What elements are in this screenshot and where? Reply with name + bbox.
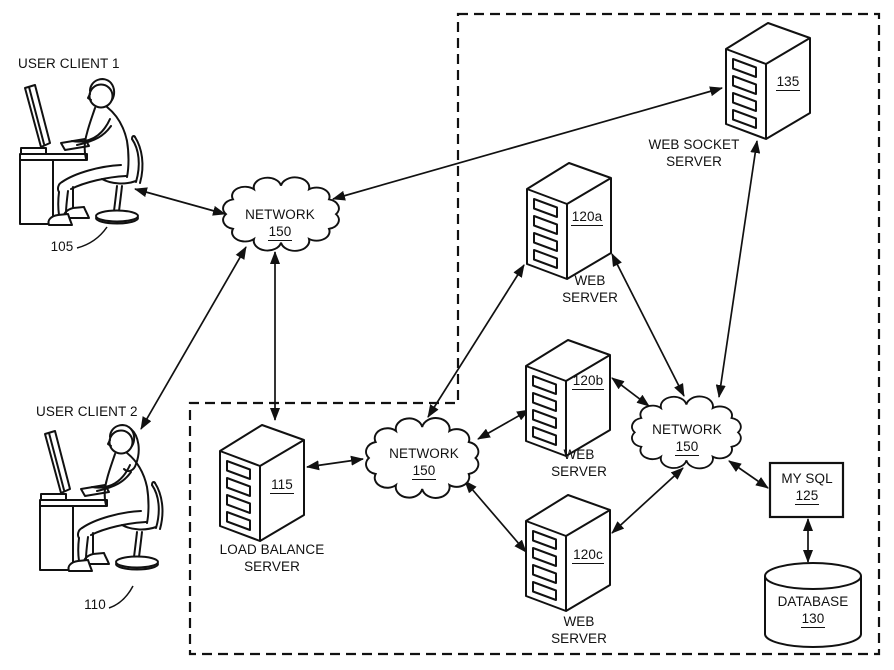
edge-websocket-network	[715, 140, 761, 398]
ref-115: 115	[270, 477, 294, 494]
database-label: DATABASE 130	[762, 593, 864, 628]
edge-webserver-c-network	[611, 467, 684, 534]
network-middle-name: NETWORK	[389, 446, 459, 461]
edge-webserver-b-network	[611, 377, 650, 407]
mysql-box	[768, 461, 845, 519]
ref-105: 105	[50, 239, 74, 254]
server-tower-120b	[525, 339, 611, 457]
edge-network-webserver-b	[477, 409, 530, 440]
network-right-name: NETWORK	[652, 422, 722, 437]
ref-130: 130	[800, 611, 826, 628]
edge-webserver-a-network	[611, 253, 685, 397]
edge-loadbalance-network	[306, 455, 364, 471]
database-cylinder	[764, 562, 862, 648]
ref-120b: 120b	[571, 373, 605, 390]
ref-120c: 120c	[572, 547, 604, 564]
edge-network-webserver-a	[427, 264, 525, 418]
web-socket-server-label: WEB SOCKET SERVER	[648, 137, 740, 169]
web-server-c-label: WEB SERVER	[551, 614, 607, 646]
user-client-1-figure	[19, 78, 144, 226]
ref-120c-wrap: 120c	[558, 546, 618, 564]
load-balance-server-label: LOAD BALANCE SERVER	[219, 542, 325, 574]
ref-150-middle: 150	[411, 463, 437, 480]
long-hair-detail	[123, 428, 140, 473]
leader-105	[76, 226, 108, 249]
ref-150-right: 150	[674, 439, 700, 456]
user-client-1-label: USER CLIENT 1	[18, 56, 120, 71]
mysql-label: MY SQL 125	[770, 470, 844, 505]
ref-125: 125	[794, 488, 820, 505]
network-upper-name: NETWORK	[245, 207, 315, 222]
network-middle-label: NETWORK 150	[372, 445, 476, 480]
ref-120a-wrap: 120a	[557, 208, 617, 226]
web-server-a-label: WEB SERVER	[562, 273, 618, 305]
system-boundary-dashed-box	[188, 12, 881, 656]
network-upper-label: NETWORK 150	[228, 206, 332, 241]
ref-115-wrap: 115	[252, 476, 312, 494]
ref-110: 110	[84, 597, 106, 612]
connection-arrows	[134, 86, 813, 563]
ref-120a: 120a	[570, 209, 604, 226]
network-right-label: NETWORK 150	[635, 421, 739, 456]
edge-network-uc2	[140, 246, 247, 430]
ref-120b-wrap: 120b	[558, 372, 618, 390]
edge-uc1-network	[134, 187, 226, 216]
edge-network-websocket	[332, 86, 723, 201]
ref-150-upper: 150	[267, 224, 293, 241]
ref-135-wrap: 135	[758, 73, 818, 91]
user-client-2-figure	[39, 424, 164, 572]
edge-network-webserver-c	[464, 480, 527, 553]
leader-lines	[76, 226, 134, 609]
database-name: DATABASE	[777, 594, 849, 609]
ref-135: 135	[775, 74, 801, 91]
user-client-2-label: USER CLIENT 2	[36, 404, 138, 419]
web-server-b-label: WEB SERVER	[551, 447, 607, 479]
leader-110	[108, 585, 134, 609]
edge-network-mysql	[728, 460, 769, 489]
mysql-name: MY SQL	[781, 471, 833, 486]
